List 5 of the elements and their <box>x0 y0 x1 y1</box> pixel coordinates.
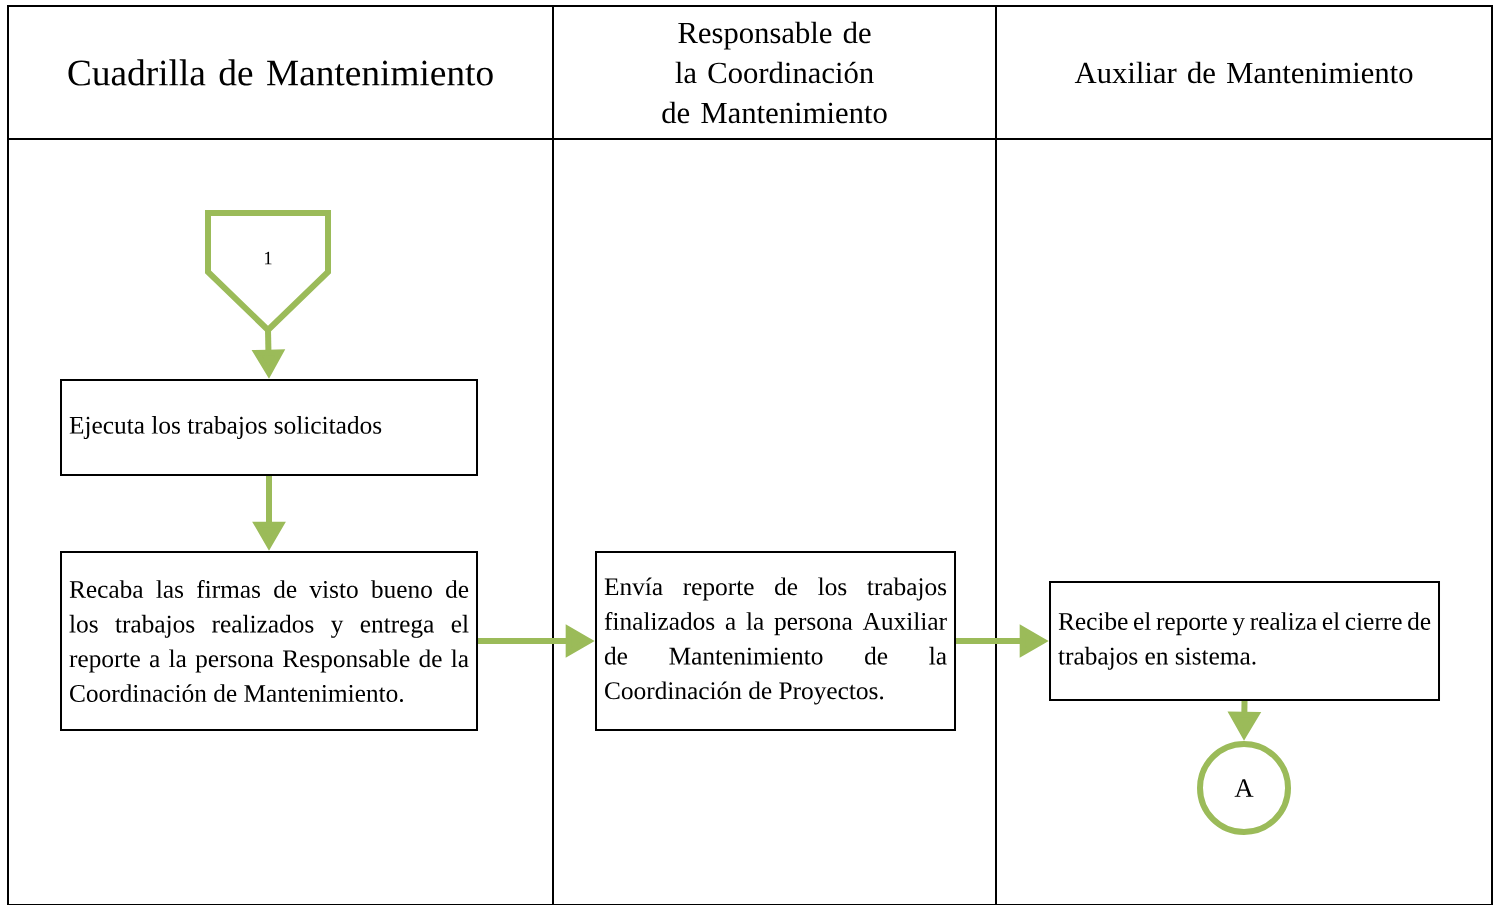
process-box: Recaba las firmas de visto bueno de los trabajos realizados y entrega el reporte a la persona Responsable de la Coordinación de Mantenimiento. <box>60 551 478 731</box>
off-page-connector: 1 <box>205 210 331 335</box>
process-box: Ejecuta los trabajos solicitados <box>60 379 478 476</box>
process-box: Envía reporte de los trabajos finalizados a la persona Auxiliar de Mantenimiento de la Coordinación de Proyectos. <box>595 551 956 731</box>
process-box: Recibe el reporte y realiza el cierre de trabajos en sistema. <box>1049 581 1440 701</box>
